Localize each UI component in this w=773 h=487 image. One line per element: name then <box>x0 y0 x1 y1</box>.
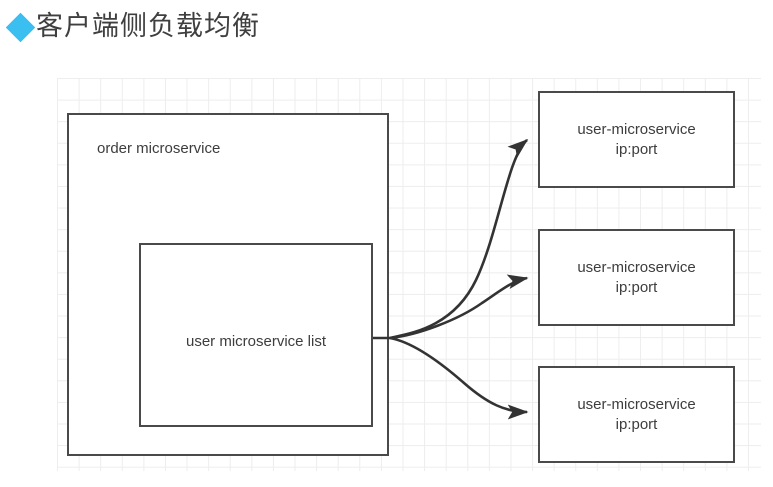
page-title-text: 客户端侧负载均衡 <box>36 11 260 42</box>
service-name: user-microservice <box>577 258 696 276</box>
order-microservice-label: order microservice <box>97 140 221 157</box>
service-name: user-microservice <box>577 120 696 138</box>
service-address: ip:port <box>615 278 658 296</box>
service-box-2[interactable]: user-microservice ip:port <box>538 229 735 326</box>
service-name: user-microservice <box>577 395 696 413</box>
user-microservice-list-box[interactable]: user microservice list <box>139 243 373 427</box>
service-address: ip:port <box>615 140 658 158</box>
service-box-3[interactable]: user-microservice ip:port <box>538 366 735 463</box>
service-address: ip:port <box>615 415 658 433</box>
service-box-1[interactable]: user-microservice ip:port <box>538 91 735 188</box>
page-title: 客户端侧负载均衡 <box>5 11 260 42</box>
user-microservice-list-label: user microservice list <box>185 333 327 350</box>
diamond-bullet-icon <box>5 12 36 42</box>
